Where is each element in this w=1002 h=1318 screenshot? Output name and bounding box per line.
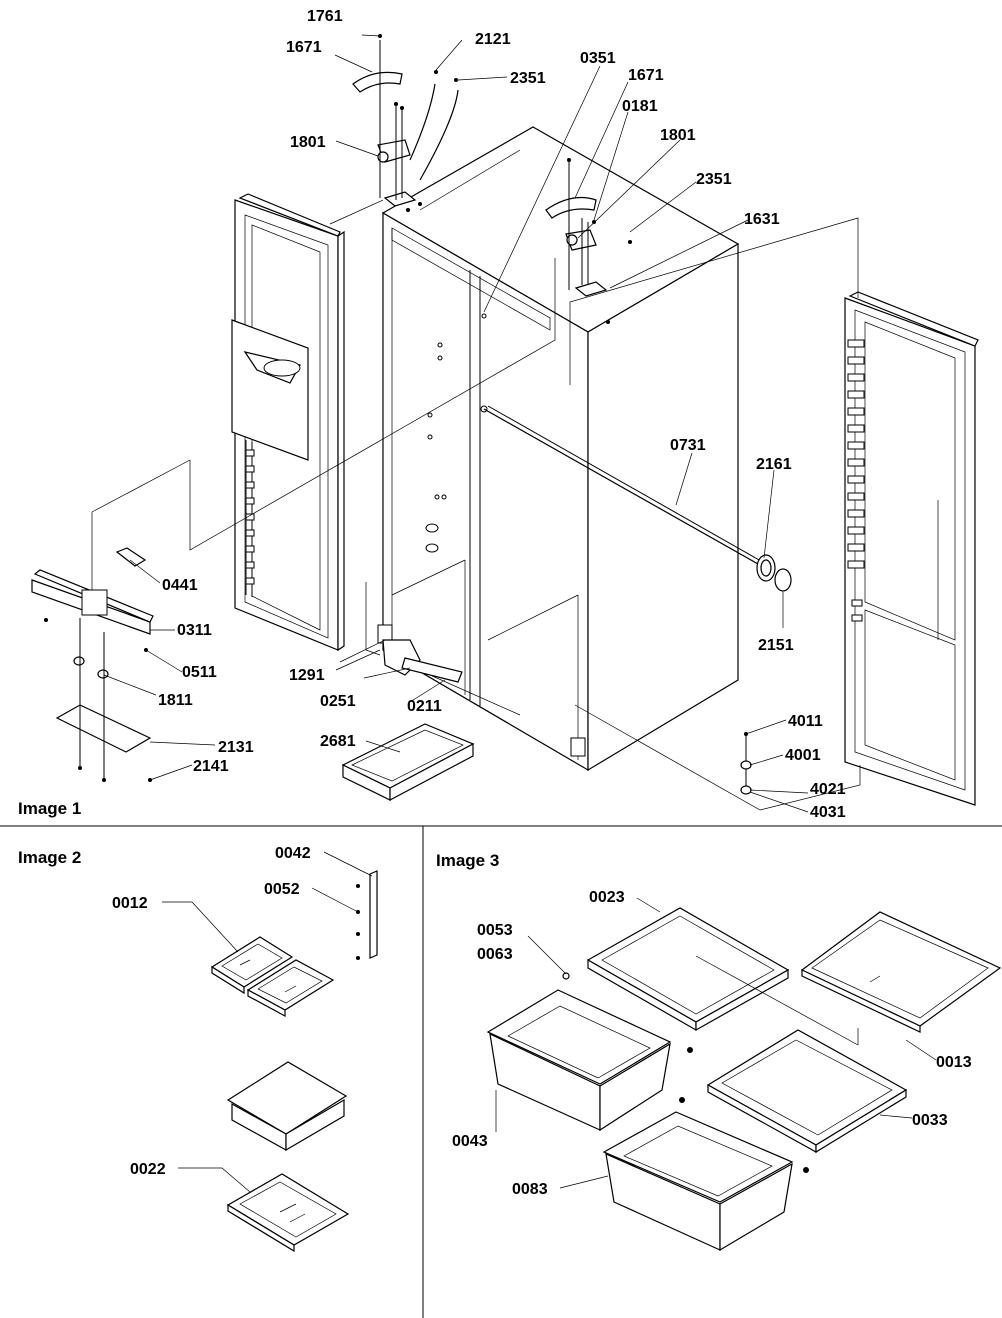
bottom-hinge-right	[740, 732, 752, 795]
callout-1801-right: 1801	[660, 127, 696, 144]
leader-lines-image-2	[162, 851, 373, 1193]
callout-1291: 1291	[289, 667, 325, 684]
bottom-components	[382, 639, 463, 683]
callout-0351: 0351	[580, 50, 616, 67]
callout-0311: 0311	[177, 622, 212, 639]
right-door	[844, 291, 979, 806]
shelf-0022	[226, 1173, 350, 1253]
shelf-rail-bracket	[356, 870, 378, 960]
callout-0052: 0052	[264, 881, 300, 898]
drain-rings	[756, 554, 792, 592]
hinge-left	[352, 34, 459, 212]
shelf-middle	[226, 1061, 348, 1152]
screws-image-3	[562, 972, 809, 1173]
callout-2681: 2681	[320, 733, 356, 750]
callout-0251: 0251	[320, 693, 356, 710]
callout-1671-right: 1671	[628, 67, 664, 84]
frame-0033	[706, 1029, 908, 1154]
callout-2121: 2121	[475, 31, 511, 48]
callout-0012: 0012	[112, 895, 148, 912]
callout-0022: 0022	[130, 1161, 166, 1178]
callout-2151: 2151	[758, 637, 794, 654]
callout-4001: 4001	[785, 747, 821, 764]
section-title-image-1: Image 1	[18, 799, 81, 818]
bottom-hinge-left	[31, 547, 154, 782]
alignment-lines	[91, 149, 861, 811]
callout-2161: 2161	[756, 456, 792, 473]
callout-0042: 0042	[275, 845, 311, 862]
crisper-drawer-0043	[486, 989, 672, 1132]
shelf-0012-pair	[210, 936, 335, 1018]
callout-0083: 0083	[512, 1181, 548, 1198]
glass-shelf-0013	[800, 911, 1002, 1033]
callout-2351-right: 2351	[696, 171, 732, 188]
callout-2351-left: 2351	[510, 70, 546, 87]
right-door-shelves	[847, 339, 865, 622]
callout-0053: 0053	[477, 922, 513, 939]
section-title-image-2: Image 2	[18, 848, 81, 867]
callout-0211: 0211	[407, 698, 442, 715]
callout-0023: 0023	[589, 889, 625, 906]
callout-2141: 2141	[193, 758, 229, 775]
callout-0181: 0181	[622, 98, 658, 115]
callout-1631: 1631	[744, 211, 780, 228]
callout-0063: 0063	[477, 946, 513, 963]
hinge-right	[545, 158, 632, 324]
rod-0731	[483, 408, 766, 569]
callout-0441: 0441	[162, 577, 198, 594]
alignment-lines-image-3	[695, 955, 859, 1046]
callout-4021: 4021	[810, 781, 846, 798]
left-door	[231, 193, 345, 652]
frame-0023	[586, 907, 790, 1032]
cabinet	[377, 126, 740, 772]
leader-lines-image-3	[495, 897, 937, 1189]
callout-4011: 4011	[788, 713, 823, 730]
callout-1671-left: 1671	[286, 39, 322, 56]
leader-lines-image-1	[103, 34, 809, 813]
left-door-shelves	[245, 440, 255, 597]
callout-1801-left: 1801	[290, 134, 326, 151]
callout-2131: 2131	[218, 739, 254, 756]
drain-pan-2681	[341, 723, 475, 801]
crisper-drawer-0083	[602, 1111, 794, 1252]
callout-0033: 0033	[912, 1112, 948, 1129]
callout-0013: 0013	[936, 1054, 972, 1071]
callout-4031: 4031	[810, 804, 846, 821]
callout-0731: 0731	[670, 437, 706, 454]
callout-1761: 1761	[307, 8, 343, 25]
callout-0043: 0043	[452, 1133, 488, 1150]
callout-1811: 1811	[158, 692, 193, 709]
section-title-image-3: Image 3	[436, 851, 499, 870]
callout-0511: 0511	[182, 664, 217, 681]
